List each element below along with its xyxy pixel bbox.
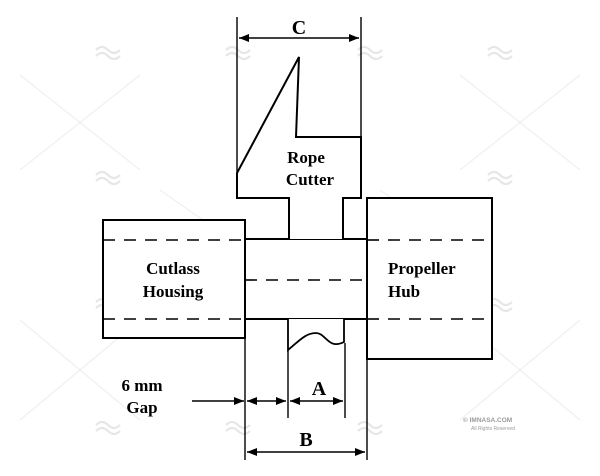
gap-label-line2: Gap xyxy=(126,398,157,417)
dimension-a-label: A xyxy=(312,378,327,400)
dimension-c xyxy=(236,17,362,172)
rope-cutter-label-line1: Rope xyxy=(287,148,325,167)
rope-cutter-lower-blade xyxy=(287,319,345,352)
propeller-shaft xyxy=(244,238,368,320)
rope-cutter-blade xyxy=(236,56,362,239)
propeller-hub xyxy=(366,197,493,360)
propeller-hub-label-line1: Propeller xyxy=(388,259,456,278)
propeller-hub-label-line2: Hub xyxy=(388,282,420,301)
dimension-c-label: C xyxy=(292,17,306,39)
cutlass-housing xyxy=(102,219,246,339)
watermark-brand: © IMNASA.COM xyxy=(463,416,512,424)
rope-cutter-label-line2: Cutter xyxy=(286,170,335,189)
cutlass-housing-label-line1: Cutlass xyxy=(146,259,200,278)
gap-label-line1: 6 mm xyxy=(121,376,162,395)
cutlass-housing-label-line2: Housing xyxy=(143,282,204,301)
dimension-b-label: B xyxy=(299,429,312,451)
watermark-rights: All Rights Reserved xyxy=(471,426,515,432)
dimension-a xyxy=(244,338,368,460)
